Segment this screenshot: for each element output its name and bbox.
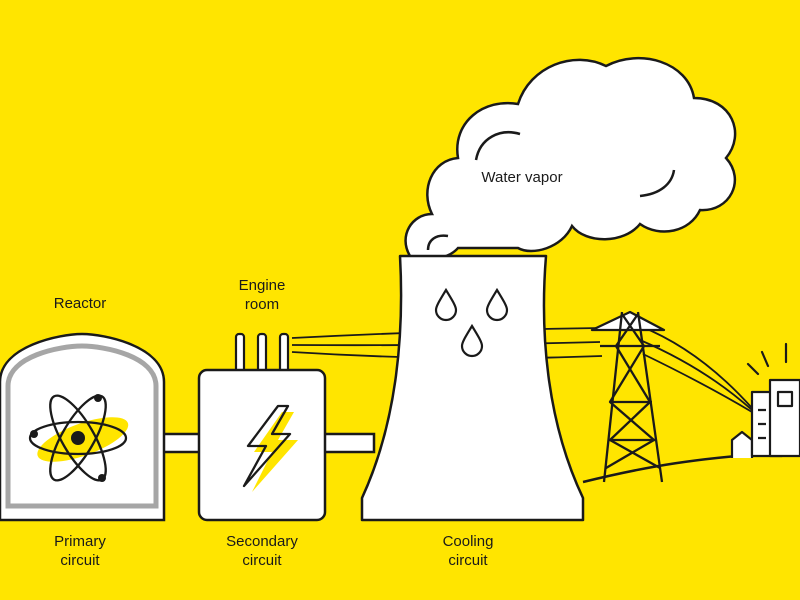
reactor-building xyxy=(0,332,166,522)
cooling-circuit-label-line1: Cooling xyxy=(442,533,494,550)
reactor-frame xyxy=(5,343,159,509)
primary-circuit-label-line2: circuit xyxy=(60,552,100,569)
water-drop-icon xyxy=(460,323,484,358)
exhaust-pipe xyxy=(256,332,268,374)
water-drop-icon xyxy=(434,287,458,322)
cooling-circuit-label: Cooling circuit xyxy=(418,532,518,570)
engine-room-label-line2: room xyxy=(244,296,280,313)
lightning-bolt-icon xyxy=(242,404,298,492)
primary-circuit-label: Primary circuit xyxy=(30,532,130,570)
cloud-icon xyxy=(404,57,737,262)
cooling-tower xyxy=(360,254,585,522)
engine-room-label-line1: Engine xyxy=(238,277,286,294)
secondary-circuit-label: Secondary circuit xyxy=(212,532,312,570)
engine-room xyxy=(197,332,327,522)
reactor-label: Reactor xyxy=(53,295,107,312)
exhaust-pipe xyxy=(234,332,246,374)
water-drop-icon xyxy=(485,287,509,322)
primary-circuit-label-line1: Primary xyxy=(54,533,106,550)
cooling-circuit-label-line2: circuit xyxy=(448,552,488,569)
pipe-primary xyxy=(158,432,202,454)
engine-room-label: Engine room xyxy=(212,276,312,314)
city-buildings-icon xyxy=(730,342,800,458)
atom-icon xyxy=(28,394,129,482)
transmission-tower-icon xyxy=(590,310,666,483)
water-vapor-label: Water vapor xyxy=(481,169,563,186)
exhaust-pipe xyxy=(278,332,290,374)
secondary-circuit-label-line1: Secondary xyxy=(226,533,298,550)
pipe-secondary xyxy=(322,432,376,454)
secondary-circuit-label-line2: circuit xyxy=(242,552,282,569)
